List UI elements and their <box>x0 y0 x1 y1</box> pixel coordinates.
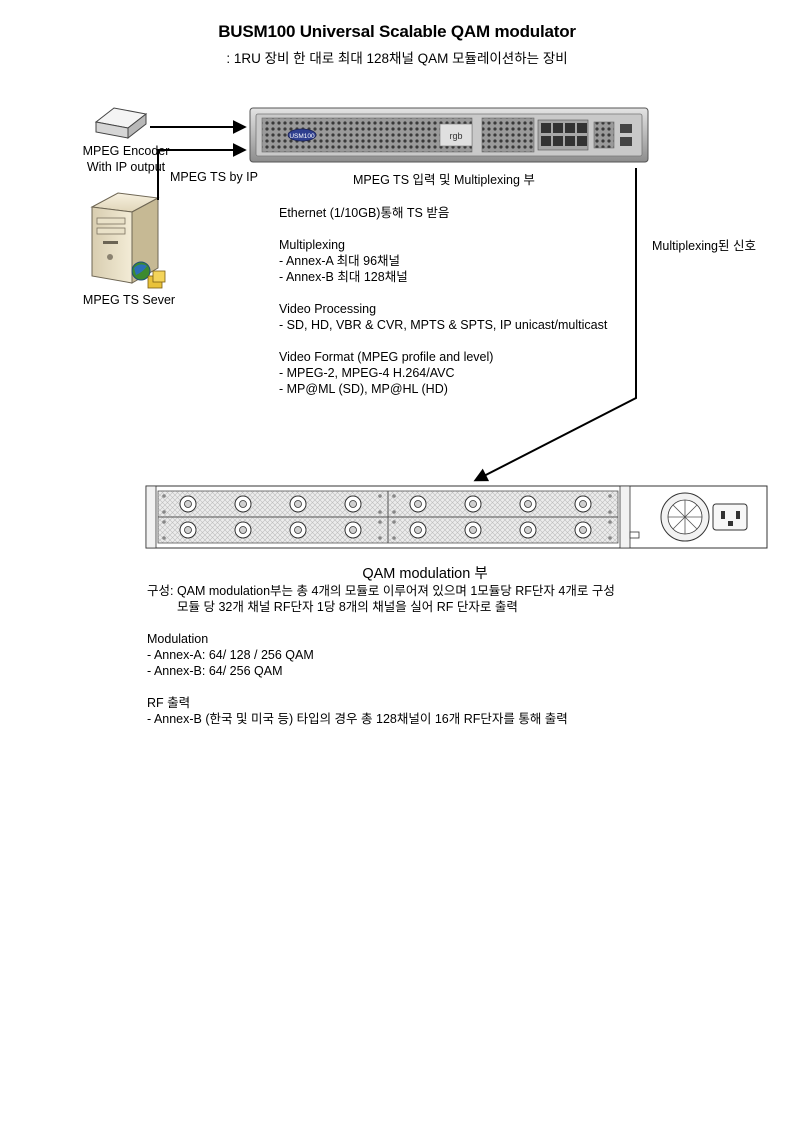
rf-connector-group <box>162 494 612 540</box>
rf-connector-core <box>184 500 192 508</box>
module-screw <box>392 520 396 524</box>
module-screw <box>162 520 166 524</box>
module-screw <box>608 510 612 514</box>
modulation-a: - Annex-A: 64/ 128 / 256 QAM <box>147 648 314 662</box>
module-screw <box>608 536 612 540</box>
rf-connector-core <box>469 526 477 534</box>
spec-multiplexing-title: Multiplexing <box>279 238 346 252</box>
rf-connector-core <box>239 526 247 534</box>
front-specs: Ethernet (1/10GB)통해 TS 받음 Multiplexing -… <box>279 205 607 413</box>
encoder-device-icon <box>94 107 148 140</box>
module-screw <box>392 494 396 498</box>
rf-output-title: RF 출력 <box>147 696 191 710</box>
encoder-label-line1: MPEG Encoder <box>82 144 170 158</box>
module-screw <box>608 494 612 498</box>
rf-connector-core <box>524 526 532 534</box>
rf-connector-core <box>349 500 357 508</box>
rf-connector-core <box>349 526 357 534</box>
module-screw <box>378 510 382 514</box>
server-tower-icon <box>90 192 166 289</box>
rf-connector-core <box>239 500 247 508</box>
spec-video-format-2: - MP@ML (SD), MP@HL (HD) <box>279 382 448 396</box>
spec-ethernet: Ethernet (1/10GB)통해 TS 받음 <box>279 206 450 220</box>
rf-connector-core <box>414 500 422 508</box>
module-screw <box>378 520 382 524</box>
front-to-rear-arrow <box>473 168 637 482</box>
front-chassis-label: MPEG TS 입력 및 Multiplexing 부 <box>353 173 535 187</box>
module-screw <box>162 536 166 540</box>
server-label: MPEG TS Sever <box>82 293 176 307</box>
rf-connector-core <box>184 526 192 534</box>
module-screw <box>378 494 382 498</box>
front-chassis <box>249 107 649 163</box>
rf-connector-core <box>524 500 532 508</box>
spec-video-format-1: - MPEG-2, MPEG-4 H.264/AVC <box>279 366 455 380</box>
encoder-label-line2: With IP output <box>86 160 166 174</box>
config-line-2: 모듈 당 32개 채널 RF단자 1당 8개의 채널을 실어 RF 단자로 출력 <box>177 600 518 614</box>
config-line-1: 구성: QAM modulation부는 총 4개의 모듈로 이루어져 있으며 … <box>147 584 615 598</box>
multiplexed-signal-label: Multiplexing된 신호 <box>652 239 756 253</box>
module-screw <box>378 536 382 540</box>
rf-connector-core <box>579 526 587 534</box>
module-screw <box>392 510 396 514</box>
qam-section-title: QAM modulation 부 <box>362 566 488 582</box>
spec-multiplexing-a: - Annex-A 최대 96채널 <box>279 254 401 268</box>
modulation-title: Modulation <box>147 632 209 646</box>
rf-connector-core <box>294 526 302 534</box>
front-badge-text: USM100 <box>289 133 315 140</box>
module-screw <box>608 520 612 524</box>
page-title: BUSM100 Universal Scalable QAM modulator <box>218 22 576 41</box>
spec-video-processing-1: - SD, HD, VBR & CVR, MPTS & SPTS, IP uni… <box>279 318 608 332</box>
modulation-b: - Annex-B: 64/ 256 QAM <box>147 664 283 678</box>
spec-multiplexing-b: - Annex-B 최대 128채널 <box>279 270 408 284</box>
rf-connector-core <box>469 500 477 508</box>
spec-video-processing-title: Video Processing <box>279 302 377 316</box>
page-subtitle: : 1RU 장비 한 대로 최대 128채널 QAM 모듈레이션하는 장비 <box>226 51 568 66</box>
mpeg-ts-by-ip-label: MPEG TS by IP <box>170 170 258 184</box>
front-logo-text: rgb <box>449 131 462 141</box>
rf-connector-core <box>414 526 422 534</box>
module-screw <box>392 536 396 540</box>
server-to-front-arrow <box>157 143 247 200</box>
rf-output-1: - Annex-B (한국 및 미국 등) 타입의 경우 총 128채널이 16… <box>147 712 568 726</box>
rf-connector-core <box>294 500 302 508</box>
module-screw <box>162 510 166 514</box>
spec-video-format-title: Video Format (MPEG profile and level) <box>279 350 494 364</box>
rf-connector-core <box>579 500 587 508</box>
rear-chassis <box>145 485 768 549</box>
module-screw <box>162 494 166 498</box>
qam-specs: 구성: QAM modulation부는 총 4개의 모듈로 이루어져 있으며 … <box>147 583 615 743</box>
